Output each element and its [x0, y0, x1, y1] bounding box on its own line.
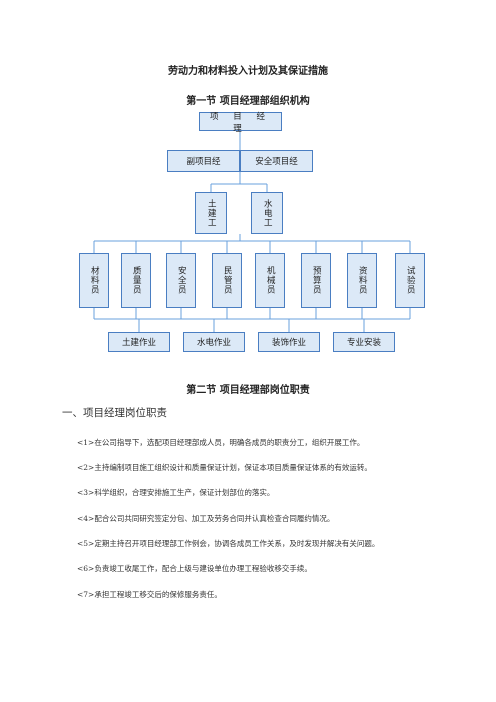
- org-box-staff-machinery: 机械员: [255, 253, 285, 308]
- duty-item-3: <3>科学组织，合理安排施工生产，保证计划部位的落实。: [77, 488, 275, 497]
- org-box-work-decoration: 装饰作业: [258, 332, 320, 352]
- org-box-staff-budget: 预算员: [301, 253, 331, 308]
- org-box-staff-testing: 试验员: [395, 253, 425, 308]
- org-box-work-installation: 专业安装: [333, 332, 395, 352]
- heading-pm-duties: 一、项目经理岗位职责: [62, 407, 167, 419]
- org-box-staff-material: 材料员: [79, 253, 109, 308]
- org-box-mep-foreman: 水电工: [251, 192, 283, 234]
- org-box-work-mep: 水电作业: [183, 332, 245, 352]
- duty-item-5: <5>定期主持召开项目经理部工作例会，协调各成员工作关系，及时发现并解决有关问题…: [77, 539, 380, 548]
- org-box-safety-manager: 安全项目经: [240, 150, 313, 172]
- org-box-staff-labor: 民管员: [212, 253, 242, 308]
- section-1-title: 第一节 项目经理部组织机构: [186, 96, 310, 107]
- duty-item-4: <4>配合公司共同研究签定分包、加工及劳务合同并认真检查合同履约情况。: [77, 514, 335, 523]
- duty-item-2: <2>主持编制项目施工组织设计和质量保证计划，保证本项目质量保证体系的有效运转。: [77, 463, 372, 472]
- org-box-staff-safety: 安全员: [166, 253, 196, 308]
- org-chart-connectors: [93, 131, 411, 332]
- duty-item-1: <1>在公司指导下，选配项目经理部成人员，明确各成员的职责分工，组织开展工作。: [77, 438, 365, 447]
- org-box-staff-quality: 质量员: [121, 253, 151, 308]
- duty-item-7: <7>承担工程竣工移交后的保修服务责任。: [77, 590, 222, 599]
- document-title: 劳动力和材料投入计划及其保证措施: [168, 66, 328, 77]
- org-box-deputy-manager: 副项目经: [167, 150, 240, 172]
- section-2-title: 第二节 项目经理部岗位职责: [186, 385, 310, 396]
- org-box-staff-records: 资料员: [347, 253, 377, 308]
- org-box-project-manager: 项 目 经 理: [199, 112, 282, 134]
- org-box-work-civil: 土建作业: [108, 332, 170, 352]
- org-box-civil-foreman: 土建工: [195, 192, 227, 234]
- duty-item-6: <6>负责竣工收尾工作，配合上级与建设单位办理工程验收移交手续。: [77, 564, 312, 573]
